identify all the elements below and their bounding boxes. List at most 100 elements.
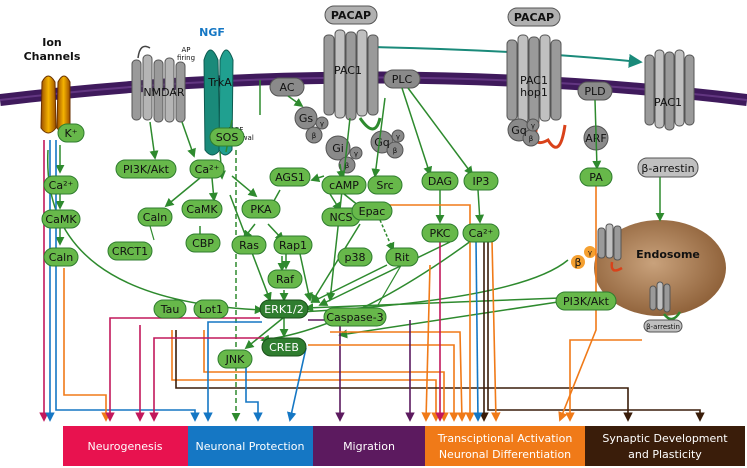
pac1-main-label: PAC1 bbox=[334, 64, 362, 77]
outcome-neurogenesis-label: Neurogenesis bbox=[88, 440, 163, 453]
pac1-right-label: PAC1 bbox=[654, 96, 682, 109]
trka-label: TrkA bbox=[207, 76, 232, 89]
pacap-1-label: PACAP bbox=[331, 9, 371, 22]
endosome-receptor-icon bbox=[597, 223, 682, 321]
tau-node bbox=[153, 299, 187, 319]
caspase-label: Caspase-3 bbox=[326, 311, 383, 324]
ac-label: AC bbox=[279, 81, 294, 94]
gs-circle bbox=[294, 106, 318, 130]
ip3-node bbox=[463, 171, 499, 191]
ca-left-node bbox=[43, 175, 79, 195]
pka-label: PKA bbox=[250, 203, 272, 216]
beta-arrestin-label: β-arrestin bbox=[641, 162, 694, 175]
crct1-label: CRCT1 bbox=[112, 245, 148, 258]
caln-left-node bbox=[43, 247, 79, 267]
endosome bbox=[594, 220, 726, 316]
gq-hop1-beta-label: β bbox=[529, 135, 533, 143]
pi3k-left-node bbox=[115, 159, 177, 179]
creb-node bbox=[261, 337, 307, 357]
outcome-synaptic-label-line2: and Plasticity bbox=[628, 448, 702, 461]
outcome-box-synaptic bbox=[585, 426, 745, 466]
pld-label: PLD bbox=[584, 85, 605, 98]
beta-arrestin-small-box bbox=[643, 319, 683, 333]
outcome-box-neuronal-protection bbox=[188, 426, 313, 466]
outcome-synaptic-label-line1: Synaptic Development bbox=[602, 432, 728, 445]
ca-right-label: Ca²⁺ bbox=[469, 227, 494, 240]
gs-gamma-label: γ bbox=[320, 120, 324, 128]
lot1-node bbox=[193, 299, 229, 319]
outcome-migration-label: Migration bbox=[343, 440, 395, 453]
rap1-node bbox=[273, 235, 313, 255]
pi3k-right-node bbox=[555, 291, 617, 311]
pac1-translocation-arrow bbox=[369, 46, 643, 68]
pka-node bbox=[241, 199, 281, 219]
gi-label: Gi bbox=[332, 142, 344, 155]
creb-label: CREB bbox=[269, 341, 299, 354]
kplus-node bbox=[57, 123, 85, 143]
ion-channels-label-line1: Ion bbox=[42, 36, 61, 49]
pac1-hop1-label-line1: PAC1 bbox=[520, 74, 548, 87]
rap1-label: Rap1 bbox=[279, 239, 307, 252]
jnk-node bbox=[217, 349, 253, 369]
gq-hop1-label: Gq bbox=[511, 124, 527, 137]
caspase-node bbox=[323, 307, 387, 327]
outcome-box-transcriptional bbox=[425, 426, 585, 466]
src-node bbox=[367, 175, 403, 195]
plc-label: PLC bbox=[392, 73, 413, 86]
sos-node bbox=[209, 127, 245, 147]
gs-label: Gs bbox=[299, 112, 314, 125]
ca-mid-label: Ca²⁺ bbox=[195, 163, 220, 176]
outcome-transcriptional-label-line2: Neuronal Differentiation bbox=[439, 448, 571, 461]
gamma-orange-label: γ bbox=[588, 249, 592, 257]
pacap-2-box bbox=[507, 7, 561, 27]
beta-arrestin-box bbox=[637, 157, 699, 178]
jnk-label: JNK bbox=[225, 353, 245, 366]
pa-node bbox=[579, 167, 613, 187]
gi-gamma-label: γ bbox=[354, 150, 358, 158]
pac1-hop1-receptor bbox=[506, 34, 567, 149]
pacap-2-label: PACAP bbox=[514, 11, 554, 24]
gi-gamma-circle bbox=[349, 146, 363, 160]
gq-pac1-label: Gq bbox=[374, 136, 390, 149]
gs-beta-label: β bbox=[312, 132, 316, 140]
outcome-transcriptional-label-line1: Transciptional Activation bbox=[437, 432, 573, 445]
gs-beta-circle bbox=[305, 126, 323, 144]
cbp-node bbox=[185, 233, 221, 253]
raf-node bbox=[267, 269, 303, 289]
gq-pac1-beta-label: β bbox=[393, 147, 397, 155]
rit-label: Rit bbox=[394, 251, 410, 264]
erk-label: ERK1/2 bbox=[264, 303, 304, 316]
lot1-label: Lot1 bbox=[199, 303, 223, 316]
pacap-1-box bbox=[324, 5, 378, 25]
camp-node bbox=[321, 175, 367, 195]
raf-label: Raf bbox=[276, 273, 295, 286]
dag-label: DAG bbox=[428, 175, 452, 188]
ags1-node bbox=[269, 167, 311, 187]
outcome-box-migration bbox=[313, 426, 425, 466]
caln-mid-node bbox=[137, 207, 173, 227]
ac-node bbox=[269, 77, 305, 97]
ncs-label: NCS bbox=[330, 211, 353, 224]
gs-gamma-circle bbox=[315, 116, 329, 130]
ras-node bbox=[231, 235, 267, 255]
pa-label: PA bbox=[589, 171, 603, 184]
p38-label: p38 bbox=[345, 251, 366, 264]
dag-node bbox=[421, 171, 459, 191]
rit-node bbox=[385, 247, 419, 267]
camk-mid-node bbox=[181, 199, 223, 219]
ion-channel-icon bbox=[40, 75, 71, 134]
pi3k-left-label: PI3K/Akt bbox=[123, 163, 170, 176]
ap-firing-label-line1: AP bbox=[181, 46, 190, 54]
pi3k-right-label: PI3K/Akt bbox=[563, 295, 610, 308]
pac1-right-receptor bbox=[644, 49, 695, 131]
camk-left-node bbox=[41, 209, 81, 229]
ras-label: Ras bbox=[239, 239, 259, 252]
caln-left-label: Caln bbox=[49, 251, 73, 264]
erk-node bbox=[259, 299, 309, 319]
ion-channels-label-line2: Channels bbox=[24, 50, 81, 63]
camk-left-label: CaMK bbox=[45, 213, 77, 226]
gi-circle bbox=[325, 135, 351, 161]
pkc-label: PKC bbox=[430, 227, 451, 240]
ca-right-node bbox=[462, 223, 500, 243]
ags1-label: AGS1 bbox=[275, 171, 305, 184]
